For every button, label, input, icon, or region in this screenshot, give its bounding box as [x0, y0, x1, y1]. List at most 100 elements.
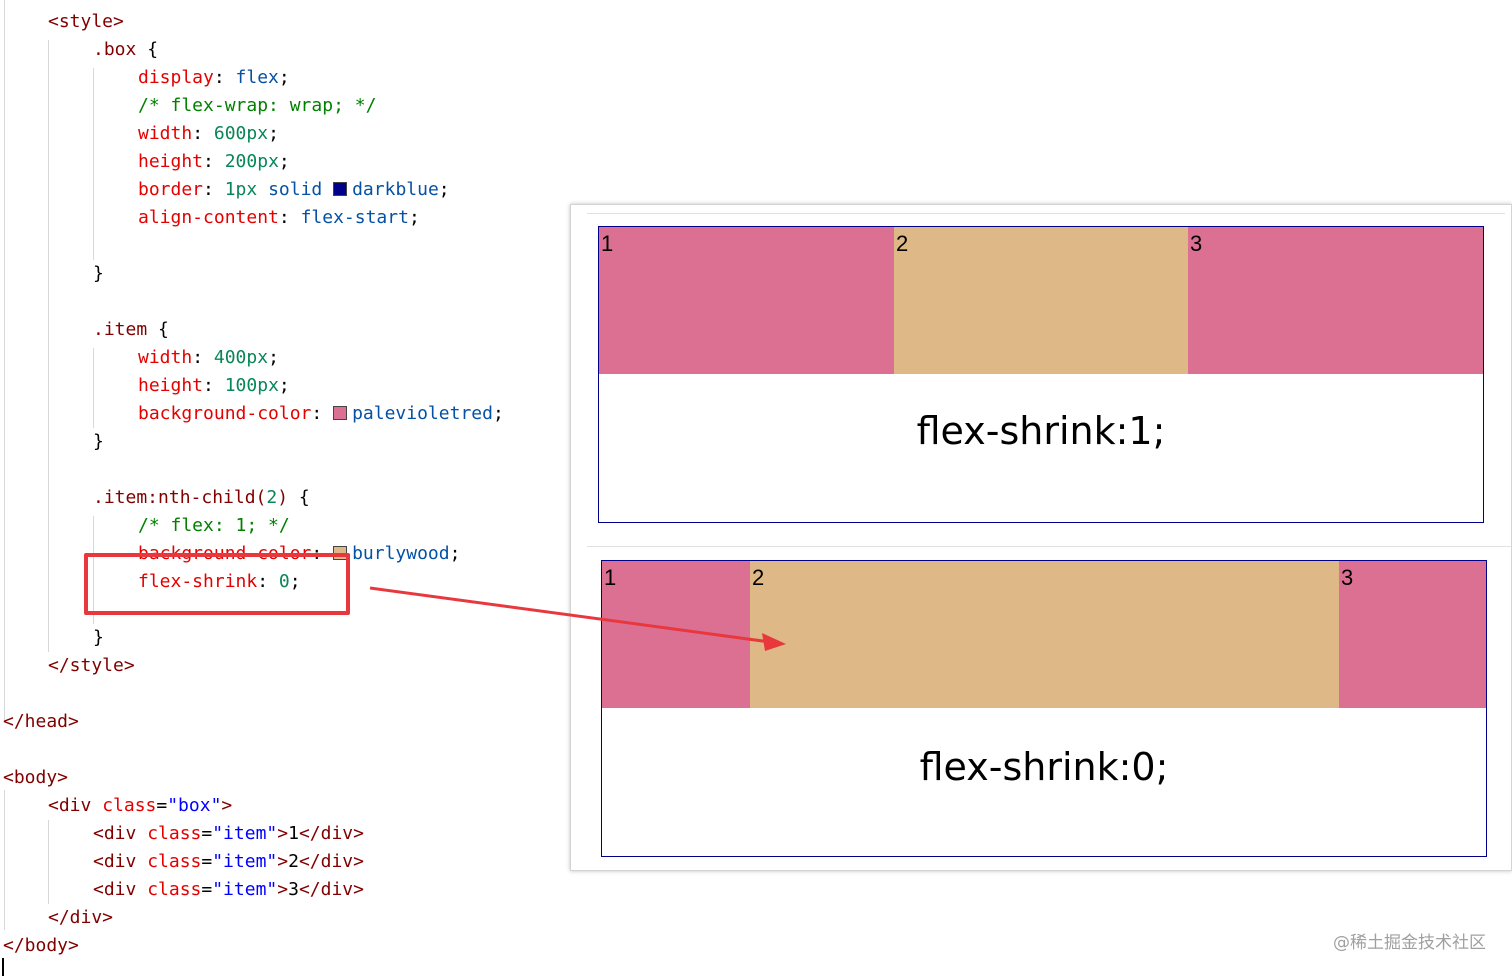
code-token: burlywood: [352, 543, 450, 564]
indent-guide: [93, 348, 94, 428]
code-token: <div: [93, 823, 148, 844]
code-token: {: [147, 319, 169, 340]
code-line: }: [93, 428, 104, 456]
code-line: <div class="item">1</div>: [93, 820, 364, 848]
code-token: ;: [438, 179, 450, 200]
code-line: width: 600px;: [138, 120, 279, 148]
code-token: height: [138, 151, 204, 172]
code-token: ;: [492, 403, 504, 424]
separator-line: [587, 546, 1511, 547]
code-token: align-content: [138, 207, 279, 228]
code-token: 1: [288, 823, 299, 844]
code-token: <div: [48, 795, 103, 816]
color-swatch[interactable]: [333, 406, 348, 420]
code-token: "box": [167, 795, 222, 816]
demo-caption: flex-shrink:1;: [916, 409, 1166, 453]
flex-item-3: 3: [1339, 561, 1486, 708]
code-token: >: [277, 851, 289, 872]
code-token: 400px: [213, 347, 269, 368]
code-line: <div class="item">2</div>: [93, 848, 364, 876]
code-line: .item {: [93, 316, 169, 344]
code-token: :: [257, 571, 279, 592]
code-token: class: [102, 795, 157, 816]
code-token: solid: [257, 179, 334, 200]
code-line: <body>: [3, 764, 68, 792]
text-cursor: [2, 958, 4, 976]
code-token: ;: [278, 151, 290, 172]
flex-item-1: 1: [599, 227, 894, 374]
flex-box-demo-shrink-0: 1 2 3 flex-shrink:0;: [601, 560, 1487, 857]
code-token: 2: [288, 851, 299, 872]
code-line: <style>: [48, 8, 124, 36]
code-line: display: flex;: [138, 64, 290, 92]
code-token: <div: [93, 879, 148, 900]
code-line: </body>: [3, 932, 79, 960]
code-token: background-color: [138, 403, 312, 424]
code-token: </div>: [298, 879, 364, 900]
item-label: 1: [604, 565, 617, 590]
code-token: class: [147, 851, 202, 872]
code-token: width: [138, 123, 193, 144]
code-line: <div class="item">3</div>: [93, 876, 364, 904]
code-line: </div>: [48, 904, 113, 932]
item-label: 2: [896, 231, 909, 256]
indent-guide: [4, 0, 5, 720]
code-token: <body>: [3, 767, 69, 788]
separator-line: [587, 213, 1505, 214]
code-line: border: 1px solid darkblue;: [138, 176, 450, 204]
code-token: flex: [235, 67, 279, 88]
code-token: </head>: [3, 711, 79, 732]
flex-box-demo-shrink-1: 1 2 3 flex-shrink:1;: [598, 226, 1484, 523]
browser-preview: 1 2 3 flex-shrink:1; 1 2 3 flex-shrink:0…: [570, 204, 1512, 871]
code-token: 200px: [224, 151, 279, 172]
code-token: ;: [278, 375, 290, 396]
code-token: ;: [278, 67, 290, 88]
code-line: /* flex: 1; */: [138, 512, 290, 540]
code-token: width: [138, 347, 193, 368]
item-label: 2: [752, 565, 765, 590]
code-token: }: [93, 627, 104, 648]
code-token: ;: [268, 347, 279, 368]
code-line: <div class="box">: [48, 792, 232, 820]
code-line: </head>: [3, 708, 79, 736]
code-token: "item": [212, 851, 278, 872]
item-label: 3: [1341, 565, 1354, 590]
code-editor[interactable]: <style>.box {display: flex;/* flex-wrap:…: [0, 0, 565, 976]
color-swatch[interactable]: [333, 182, 348, 196]
code-token: class: [147, 823, 202, 844]
code-token: .item: [93, 319, 148, 340]
code-token: </div>: [48, 907, 114, 928]
highlight-box: [84, 553, 350, 615]
code-token: =: [201, 851, 213, 872]
indent-guide: [48, 820, 49, 904]
code-token: </div>: [298, 851, 364, 872]
indent-guide: [48, 40, 49, 652]
code-token: :: [192, 347, 214, 368]
code-token: .item:nth-child(: [93, 487, 267, 508]
watermark: @稀土掘金技术社区: [1333, 933, 1486, 953]
code-token: border: [138, 179, 204, 200]
code-token: flex-shrink: [138, 571, 258, 592]
code-token: >: [277, 879, 289, 900]
code-token: darkblue: [352, 179, 439, 200]
code-token: flex-start: [300, 207, 409, 228]
code-token: 1px: [224, 179, 258, 200]
code-line: }: [93, 260, 104, 288]
indent-guide: [4, 790, 5, 930]
code-token: </body>: [3, 935, 79, 956]
code-token: /* flex: 1; */: [138, 515, 290, 536]
code-line: flex-shrink: 0;: [138, 568, 301, 596]
code-token: .box: [93, 39, 137, 60]
flex-item-1: 1: [602, 561, 750, 708]
code-token: =: [201, 823, 213, 844]
item-label: 1: [601, 231, 614, 256]
code-token: >: [277, 823, 289, 844]
code-token: >: [221, 795, 233, 816]
code-line: height: 100px;: [138, 372, 290, 400]
code-token: }: [93, 263, 104, 284]
code-token: }: [93, 431, 104, 452]
code-token: <style>: [48, 11, 124, 32]
code-line: .box {: [93, 36, 158, 64]
code-token: :: [203, 151, 225, 172]
code-line: align-content: flex-start;: [138, 204, 420, 232]
